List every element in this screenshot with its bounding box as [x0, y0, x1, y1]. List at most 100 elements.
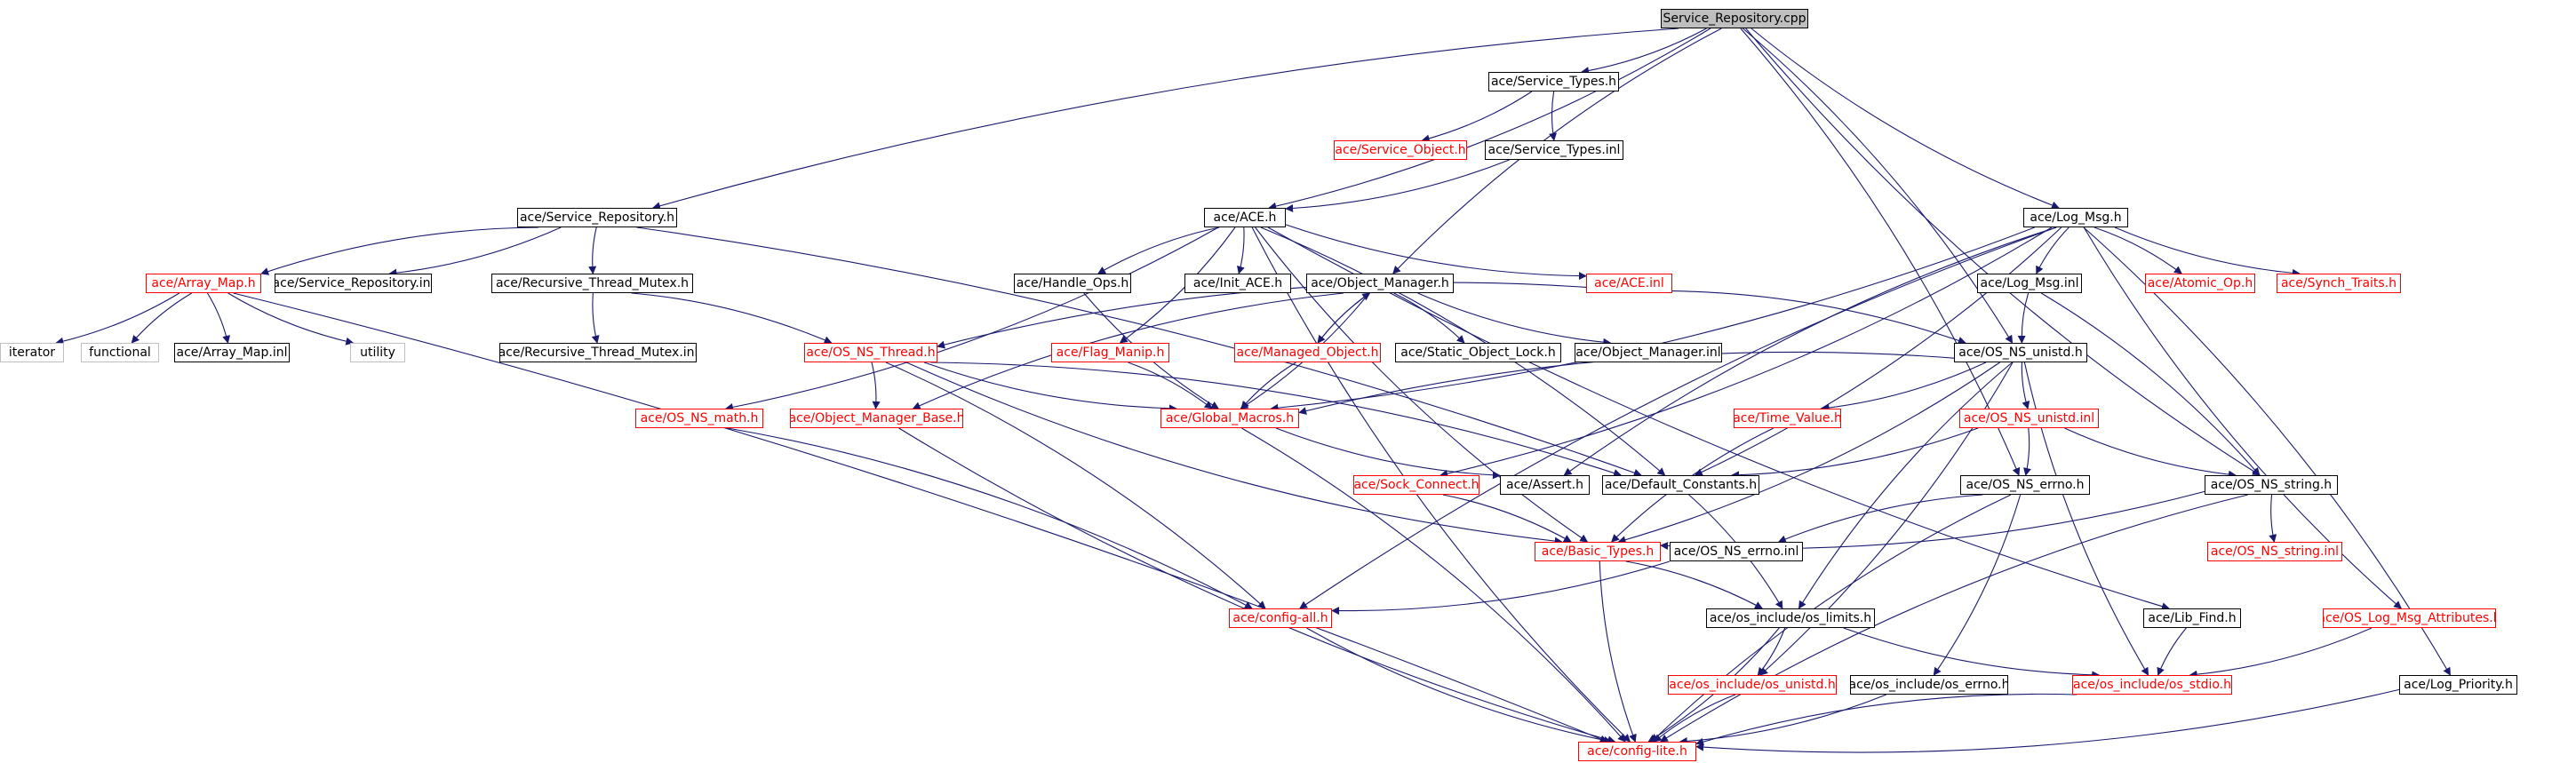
edge-ace_h-to-config_lite_h: [1251, 227, 1631, 743]
edge-os_ns_errno_h-to-os_ns_errno_inl: [1777, 494, 1983, 544]
edge-service_repository_h-to-default_constants_h: [636, 227, 1642, 477]
edge-os_ns_math_h-to-config_all_h: [727, 427, 1253, 609]
edge-os_ns_string_h-to-os_ns_string_inl: [2269, 494, 2277, 543]
edge-config_all_h-to-config_lite_h: [1306, 627, 1612, 744]
edge-os_ns_errno_h-to-config_lite_h: [1650, 494, 2012, 743]
edge-log_msg_h-to-sock_connect_h: [1440, 227, 2053, 478]
node-basic-types-h[interactable]: ace/Basic_Types.h: [1535, 542, 1661, 561]
node-functional[interactable]: functional: [81, 343, 159, 362]
node-service-repository-inl[interactable]: ace/Service_Repository.inl: [275, 274, 432, 293]
edge-os_limits_h-to-os_stdio_h: [1843, 627, 2101, 680]
node-utility[interactable]: utility: [350, 343, 405, 362]
node-os-limits-h[interactable]: ace/os_include/os_limits.h: [1706, 608, 1875, 628]
edge-ace_inl-to-os_ns_unistd_h: [1671, 290, 1966, 345]
node-init-ace-h[interactable]: ace/Init_ACE.h: [1184, 274, 1291, 293]
edge-os_ns_thread_h-to-default_constants_h: [930, 362, 1623, 477]
edge-log_msg_h-to-global_macros_h: [1270, 227, 2035, 412]
node-array-map-h[interactable]: ace/Array_Map.h: [146, 274, 261, 293]
edge-log_msg_h-to-atomic_op_h: [2093, 227, 2182, 274]
node-os-ns-math-h[interactable]: ace/OS_NS_math.h: [635, 409, 763, 428]
node-log-msg-inl[interactable]: ace/Log_Msg.inl: [1977, 274, 2082, 293]
node-atomic-op-h[interactable]: ace/Atomic_Op.h: [2145, 274, 2255, 293]
node-log-msg-h[interactable]: ace/Log_Msg.h: [2023, 208, 2128, 227]
node-os-stdio-h[interactable]: ace/os_include/os_stdio.h: [2072, 675, 2232, 695]
node-object-manager-base-h[interactable]: ace/Object_Manager_Base.h: [790, 409, 963, 428]
node-os-unistd-h[interactable]: ace/os_include/os_unistd.h: [1668, 675, 1837, 695]
node-global-macros-h[interactable]: ace/Global_Macros.h: [1160, 409, 1299, 428]
edge-ace_h-to-handle_ops_h: [1097, 227, 1220, 274]
node-os-ns-errno-inl[interactable]: ace/OS_NS_errno.inl: [1670, 542, 1803, 561]
edge-os_ns_thread_h-to-basic_types_h: [905, 362, 1563, 545]
node-static-object-lock-h[interactable]: ace/Static_Object_Lock.h: [1395, 343, 1561, 362]
node-ace-inl[interactable]: ace/ACE.inl: [1586, 274, 1672, 293]
node-object-manager-h[interactable]: ace/Object_Manager.h: [1306, 274, 1454, 293]
node-log-priority-h[interactable]: ace/Log_Priority.h: [2399, 675, 2517, 695]
node-service-types-inl[interactable]: ace/Service_Types.inl: [1485, 140, 1623, 160]
edge-service_types_h-to-service_object_h: [1421, 91, 1533, 143]
node-service-repository-h[interactable]: ace/Service_Repository.h: [517, 208, 677, 227]
node-flag-manip-h[interactable]: ace/Flag_Manip.h: [1051, 343, 1169, 362]
edge-array_map_h-to-functional: [131, 292, 192, 344]
node-os-ns-unistd-h[interactable]: ace/OS_NS_unistd.h: [1954, 343, 2087, 362]
edge-service_repository_cpp-to-ace_h: [1268, 28, 1711, 211]
edge-array_map_h-to-array_map_inl: [207, 292, 231, 344]
node-lib-find-h[interactable]: ace/Lib_Find.h: [2143, 608, 2241, 628]
node-os-ns-thread-h[interactable]: ace/OS_NS_Thread.h: [804, 343, 937, 362]
node-array-map-inl[interactable]: ace/Array_Map.inl: [174, 343, 290, 362]
edge-os_ns_errno_inl-to-config_all_h: [1331, 560, 1671, 616]
edge-recursive_thread_mutex_h-to-recursive_thread_mutex_inl: [591, 292, 600, 344]
node-config-all-h[interactable]: ace/config-all.h: [1229, 608, 1332, 628]
edge-os_ns_unistd_h-to-basic_types_h: [1617, 362, 2000, 544]
node-os-ns-unistd-inl[interactable]: ace/OS_NS_unistd.inl: [1959, 409, 2099, 428]
edge-log_msg_h-to-config_all_h: [1299, 227, 2057, 609]
edge-os_ns_thread_h-to-object_manager_base_h: [871, 362, 881, 409]
edge-os_ns_unistd_inl-to-os_ns_string_h: [2064, 427, 2237, 479]
node-os-errno-h[interactable]: ace/os_include/os_errno.h: [1850, 675, 2008, 695]
edge-log_msg_h-to-default_constants_h: [1694, 227, 2062, 476]
edge-os_unistd_h-to-config_lite_h: [1653, 694, 1736, 743]
edge-recursive_thread_mutex_h-to-os_ns_thread_h: [631, 292, 833, 344]
edge-global_macros_h-to-assert_h: [1275, 427, 1501, 480]
edge-log_msg_h-to-assert_h: [1563, 227, 2057, 476]
node-service-object-h[interactable]: ace/Service_Object.h: [1334, 140, 1467, 160]
edge-service_repository_cpp-to-object_manager_h: [1392, 28, 1722, 274]
node-service-repository-cpp[interactable]: Service_Repository.cpp: [1661, 9, 1808, 28]
edge-log_msg_h-to-log_priority_h: [2083, 227, 2451, 676]
edge-ace_h-to-default_constants_h: [1260, 227, 1666, 476]
edge-object_manager_h-to-static_object_lock_h: [1393, 292, 1465, 344]
edge-array_map_h-to-utility: [227, 292, 355, 346]
node-os-ns-string-inl[interactable]: ace/OS_NS_string.inl: [2207, 542, 2342, 561]
node-time-value-h[interactable]: ace/Time_Value.h: [1734, 409, 1841, 428]
node-recursive-thread-mutex-inl[interactable]: ace/Recursive_Thread_Mutex.inl: [499, 343, 697, 362]
node-object-manager-inl[interactable]: ace/Object_Manager.inl: [1575, 343, 1722, 362]
node-os-ns-string-h[interactable]: ace/OS_NS_string.h: [2205, 475, 2338, 495]
edge-service_repository_cpp-to-os_ns_unistd_h: [1743, 28, 2014, 344]
node-config-lite-h[interactable]: ace/config-lite.h: [1578, 742, 1696, 761]
node-iterator[interactable]: iterator: [0, 343, 64, 362]
edge-object_manager_h-to-managed_object_h: [1317, 292, 1370, 344]
edge-service_repository_cpp-to-log_msg_h: [1751, 28, 2060, 210]
node-ace-h[interactable]: ace/ACE.h: [1204, 208, 1286, 227]
edge-os_ns_unistd_h-to-os_ns_unistd_inl: [2021, 362, 2030, 409]
edge-os_ns_unistd_h-to-os_limits_h: [1798, 362, 2013, 609]
node-managed-object-h[interactable]: ace/Managed_Object.h: [1234, 343, 1381, 362]
node-default-constants-h[interactable]: ace/Default_Constants.h: [1602, 475, 1759, 495]
node-handle-ops-h[interactable]: ace/Handle_Ops.h: [1014, 274, 1131, 293]
edge-array_map_h-to-iterator: [55, 292, 180, 346]
node-sock-connect-h[interactable]: ace/Sock_Connect.h: [1353, 475, 1479, 495]
node-assert-h[interactable]: ace/Assert.h: [1500, 475, 1590, 495]
node-os-log-msg-attributes-h[interactable]: ace/OS_Log_Msg_Attributes.h: [2323, 608, 2496, 628]
node-recursive-thread-mutex-h[interactable]: ace/Recursive_Thread_Mutex.h: [491, 274, 693, 293]
edge-os_limits_h-to-os_unistd_h: [1757, 627, 1786, 676]
node-os-ns-errno-h[interactable]: ace/OS_NS_errno.h: [1960, 475, 2090, 495]
node-service-types-h[interactable]: ace/Service_Types.h: [1488, 72, 1619, 91]
edge-log_msg_h-to-os_log_msg_attributes_h: [2083, 227, 2402, 609]
edge-service_repository_h-to-array_map_h: [260, 227, 539, 275]
edge-flag_manip_h-to-global_macros_h: [1128, 362, 1213, 409]
edge-service_repository_cpp-to-os_ns_string_h: [1745, 28, 2261, 476]
edge-os_ns_unistd_h-to-time_value_h: [1821, 362, 1987, 412]
edge-ace_h-to-init_ace_h: [1236, 227, 1245, 274]
edge-os_ns_unistd_h-to-os_stdio_h: [2023, 362, 2149, 676]
node-synch-traits-h[interactable]: ace/Synch_Traits.h: [2277, 274, 2401, 293]
